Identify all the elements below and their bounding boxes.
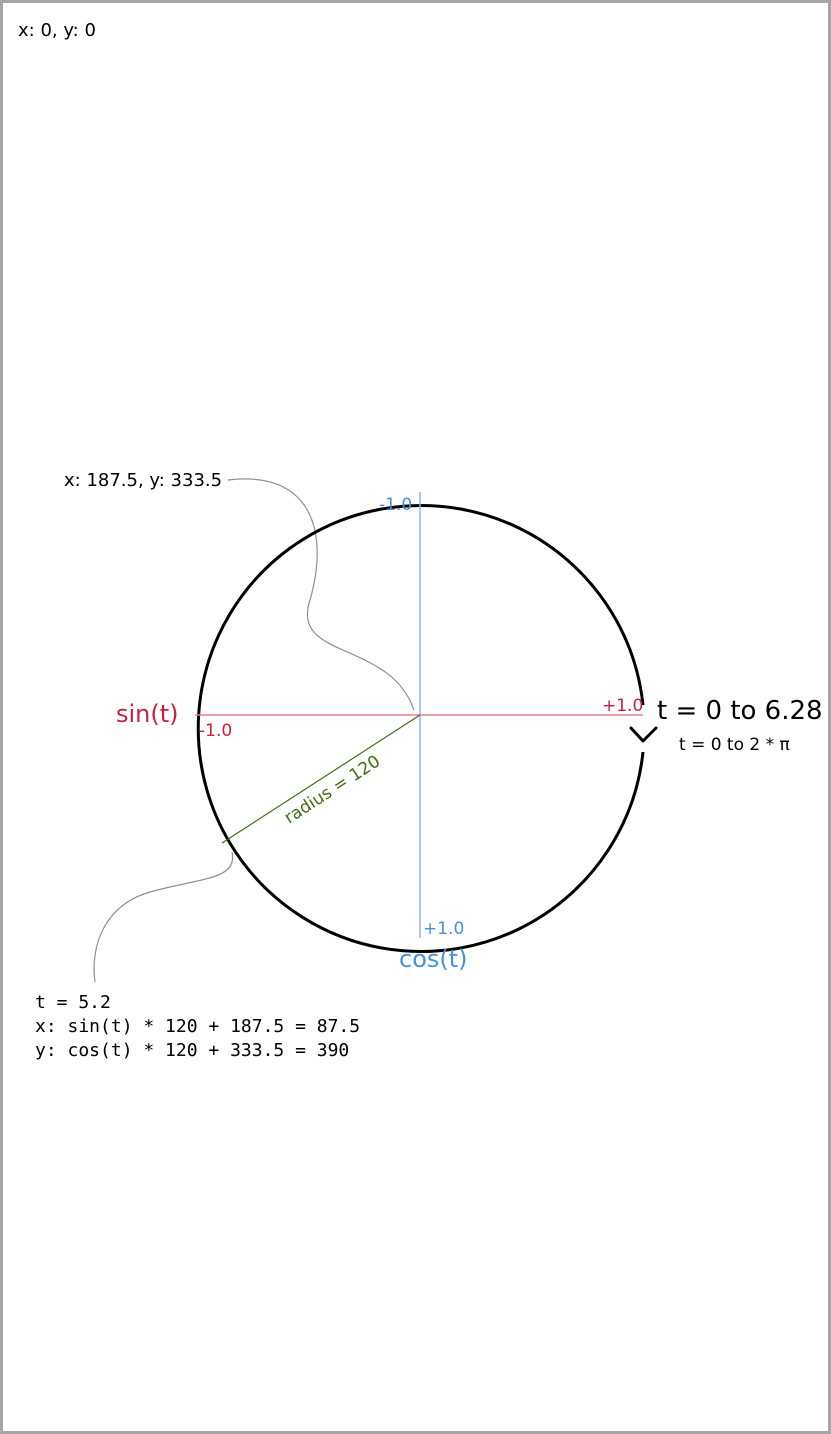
point-connector [93,851,234,983]
origin-label: x: 0, y: 0 [18,20,96,41]
center-connector [227,478,415,711]
formula-x-line: x: sin(t) * 120 + 187.5 = 87.5 [35,1016,360,1037]
unit-circle [196,504,645,953]
radius-label: radius = 120 [281,751,384,828]
formula-y-line: y: cos(t) * 120 + 333.5 = 390 [35,1040,349,1061]
cos-axis-min-label: -1.0 [379,495,412,515]
range-subtitle: t = 0 to 2 * π [679,735,790,755]
sin-axis-max-label: +1.0 [602,696,643,716]
cos-axis-max-label: +1.0 [423,919,464,939]
range-title: t = 0 to 6.28 [657,696,823,726]
direction-arrow-icon [629,726,658,743]
sin-axis-min-label: -1.0 [199,721,232,741]
cos-axis-label: cos(t) [399,945,468,973]
formula-t-line: t = 5.2 [35,992,111,1013]
sin-axis-label: sin(t) [116,700,179,728]
radius-line [221,714,421,844]
center-label: x: 187.5, y: 333.5 [64,470,222,491]
